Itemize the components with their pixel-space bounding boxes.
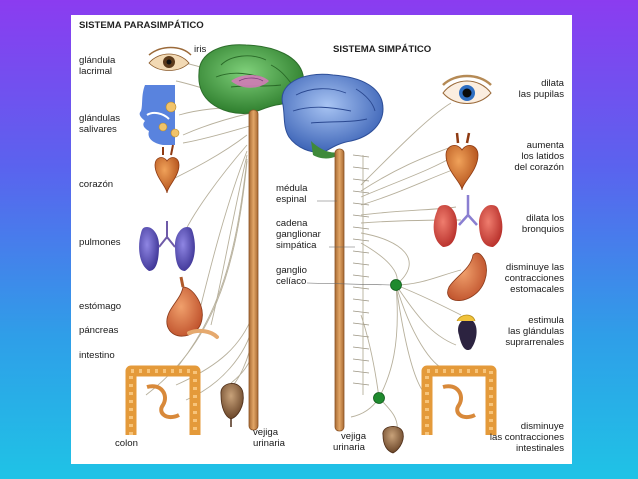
parasympathetic-spinal-cord [248,109,259,431]
label-bronchi-1: dilata los [526,213,564,224]
pancreas-icon [187,328,219,339]
sympathetic-brain-icon [281,73,384,159]
bladder-icon-right [382,426,404,454]
parasympathetic-title: SISTEMA PARASIMPÁTICO [79,19,204,31]
face-salivary-icon [139,85,180,145]
label-colon: colon [115,438,138,449]
label-lungs: pulmones [79,237,121,248]
label-stomach-left: estómago [79,301,121,312]
label-heart-left: corazón [79,179,113,190]
label-iris: iris [194,44,206,55]
lungs-icon [139,221,195,271]
intestine-icon-right [421,365,497,435]
celiac-ganglion [390,279,402,291]
label-salivary-1: glándulas [79,113,120,124]
label-pupils-2: las pupilas [519,89,565,100]
label-stomach-right-1: disminuye las [506,262,564,273]
kidney-icon [456,314,477,351]
label-bladder-right-1: vejiga [341,431,367,442]
heart-icon-right [445,132,479,191]
label-adrenal-1: estimula [528,315,564,326]
label-bladder-left-1: vejiga [253,427,279,438]
sympathetic-title: SISTEMA SIMPÁTICO [333,43,432,55]
label-intestine: intestino [79,350,115,361]
label-heart-right-3: del corazón [514,162,564,173]
stomach-icon-right [447,252,487,301]
label-chain-1: cadena [276,218,308,229]
label-stomach-right-3: estomacales [510,284,564,295]
label-spinal-cord-2: espinal [276,194,306,205]
iris-eye-icon [148,46,192,71]
label-celiac-2: celíaco [276,276,306,287]
nervous-system-diagram: SISTEMA PARASIMPÁTICO SISTEMA SIMPÁTICO [79,19,565,454]
label-lacrimal-2: lacrimal [79,66,112,77]
heart-icon [154,144,180,194]
lungs-icon-right [433,195,503,247]
label-heart-right-2: los latidos [521,151,564,162]
label-intestine-right-3: intestinales [516,443,564,454]
label-adrenal-3: suprarrenales [505,337,564,348]
label-stomach-right-2: contracciones [505,273,564,284]
eye-icon [442,74,492,104]
label-spinal-cord-1: médula [276,183,308,194]
label-pupils-1: dilata [541,78,565,89]
bladder-icon [220,383,244,427]
label-bladder-right-2: urinaria [333,442,366,453]
label-intestine-right-2: las contracciones [490,432,564,443]
label-adrenal-2: las glándulas [508,326,564,337]
diagram-card: SISTEMA PARASIMPÁTICO SISTEMA SIMPÁTICO [71,15,572,464]
label-intestine-right-1: disminuye [521,421,564,432]
label-bladder-left-2: urinaria [253,438,286,449]
lower-ganglion [373,392,385,404]
label-bronchi-2: bronquios [522,224,564,235]
label-lacrimal-1: glándula [79,55,116,66]
label-chain-3: simpática [276,240,317,251]
intestine-icon [125,365,201,435]
stomach-icon [166,276,203,337]
parasympathetic-brain-icon [198,44,305,114]
label-heart-right-1: aumenta [527,140,565,151]
label-salivary-2: salivares [79,124,117,135]
label-celiac-1: ganglio [276,265,307,276]
label-pancreas: páncreas [79,325,119,336]
label-chain-2: ganglionar [276,229,322,240]
sympathetic-spinal-cord [334,148,345,432]
